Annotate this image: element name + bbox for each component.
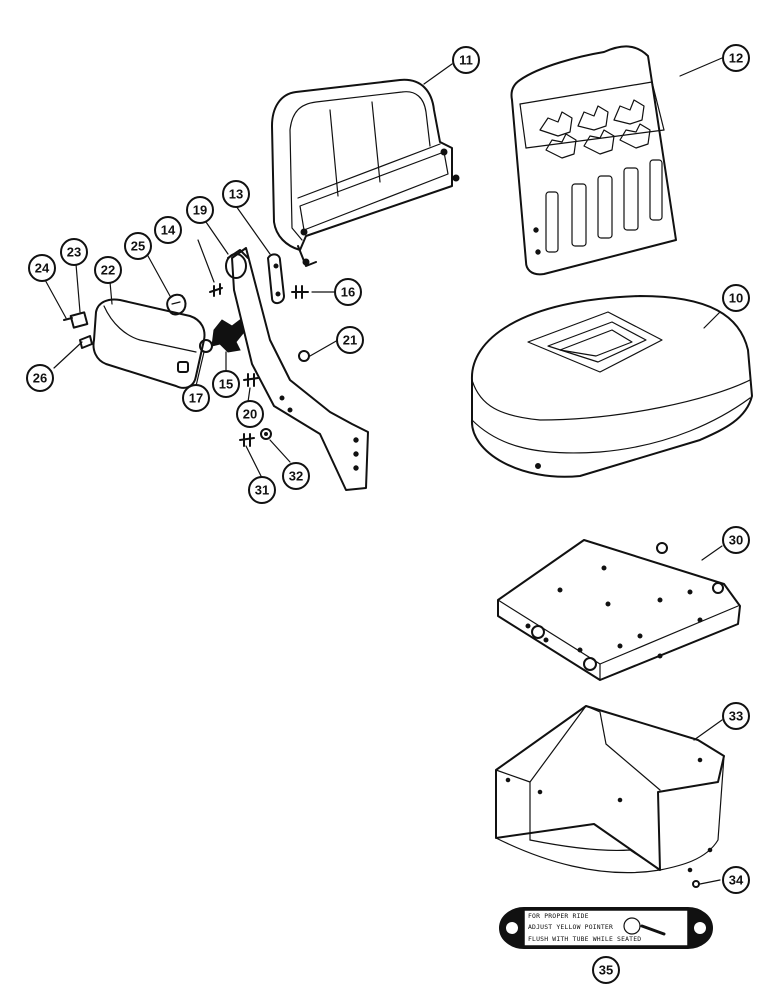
callout-25: 25 xyxy=(124,232,152,260)
seat-cushion-pattern xyxy=(527,311,663,373)
ride-adjust-decal: FOR PROPER RIDE ADJUST YELLOW POINTER FL… xyxy=(499,907,713,949)
suspension-base xyxy=(497,539,741,681)
decal-line-1: FOR PROPER RIDE xyxy=(528,912,589,920)
callout-20: 20 xyxy=(236,400,264,428)
armrest-mounting-plate xyxy=(225,247,369,491)
callout-13: 13 xyxy=(222,180,250,208)
callout-label: 33 xyxy=(729,709,743,724)
bracket-23 xyxy=(69,311,89,329)
callout-circle xyxy=(26,364,54,392)
callout-label: 31 xyxy=(255,483,269,498)
callout-label: 15 xyxy=(219,377,233,392)
callout-10: 10 xyxy=(722,284,750,312)
callout-label: 19 xyxy=(193,203,207,218)
callout-label: 14 xyxy=(161,223,176,238)
callout-circle xyxy=(722,284,750,312)
callout-label: 20 xyxy=(243,407,257,422)
callout-24: 24 xyxy=(28,254,56,282)
callout-label: 16 xyxy=(341,285,355,300)
callout-circle xyxy=(60,238,88,266)
part-callouts: 11 12 13 14 19 25 22 23 24 16 10 21 26 15 17 20 32 31 30 33… xyxy=(26,44,750,984)
backrest-cushion xyxy=(510,45,677,276)
callout-label: 17 xyxy=(189,391,203,406)
washer-17 xyxy=(199,339,213,353)
callout-circle xyxy=(592,956,620,984)
callout-15: 15 xyxy=(212,370,240,398)
callout-circle xyxy=(154,216,182,244)
callout-circle xyxy=(336,326,364,354)
callout-16: 16 xyxy=(334,278,362,306)
callout-label: 30 xyxy=(729,533,743,548)
washer-32 xyxy=(260,428,272,440)
washer-21 xyxy=(298,350,310,362)
suspension-boot xyxy=(495,705,725,874)
bolt-31 xyxy=(239,433,255,447)
callout-19: 19 xyxy=(186,196,214,224)
clip-25 xyxy=(166,293,187,316)
callout-label: 21 xyxy=(343,333,357,348)
callout-circle xyxy=(722,702,750,730)
callout-circle xyxy=(334,278,362,306)
callout-label: 25 xyxy=(131,239,145,254)
armrest-pad xyxy=(92,298,206,389)
callout-label: 22 xyxy=(101,263,115,278)
callout-circle xyxy=(124,232,152,260)
callout-14: 14 xyxy=(154,216,182,244)
decal-line-2: ADJUST YELLOW POINTER xyxy=(528,923,613,931)
adjuster-strap xyxy=(267,253,285,304)
backrest-frame xyxy=(271,78,460,267)
callout-circle xyxy=(28,254,56,282)
callout-circle xyxy=(248,476,276,504)
bolt-14 xyxy=(209,283,223,297)
screw-34 xyxy=(692,880,700,888)
screw-24 xyxy=(63,317,73,321)
callout-label: 13 xyxy=(229,187,243,202)
callout-11: 11 xyxy=(452,46,480,74)
callout-label: 26 xyxy=(33,371,47,386)
cushion-grip-pattern xyxy=(539,99,651,159)
callout-label: 23 xyxy=(67,245,81,260)
callout-23: 23 xyxy=(60,238,88,266)
callout-circle xyxy=(722,526,750,554)
callout-33: 33 xyxy=(722,702,750,730)
callout-label: 24 xyxy=(35,261,50,276)
callout-circle xyxy=(212,370,240,398)
callout-34: 34 xyxy=(722,866,750,894)
leader-lines xyxy=(43,57,723,885)
bolt-16 xyxy=(291,285,309,299)
callout-circle xyxy=(452,46,480,74)
callout-21: 21 xyxy=(336,326,364,354)
callout-label: 35 xyxy=(599,963,613,978)
callout-label: 10 xyxy=(729,291,743,306)
callout-circle xyxy=(722,866,750,894)
knob-15 xyxy=(211,319,245,353)
callout-circle xyxy=(722,44,750,72)
callout-22: 22 xyxy=(94,256,122,284)
callout-circle xyxy=(236,400,264,428)
seat-cushion xyxy=(470,295,753,478)
callout-circle xyxy=(186,196,214,224)
callout-circle xyxy=(94,256,122,284)
decal-line-3: FLUSH WITH TUBE WHILE SEATED xyxy=(528,935,641,943)
callout-31: 31 xyxy=(248,476,276,504)
callout-label: 11 xyxy=(459,53,473,68)
callout-32: 32 xyxy=(282,462,310,490)
callout-label: 34 xyxy=(729,873,744,888)
cushion-vertical-ribs xyxy=(545,159,663,253)
callout-label: 32 xyxy=(289,469,303,484)
callout-17: 17 xyxy=(182,384,210,412)
callout-circle xyxy=(182,384,210,412)
callout-26: 26 xyxy=(26,364,54,392)
callout-label: 12 xyxy=(729,51,743,66)
callout-35: 35 xyxy=(592,956,620,984)
callout-12: 12 xyxy=(722,44,750,72)
callout-circle xyxy=(222,180,250,208)
callout-30: 30 xyxy=(722,526,750,554)
nut-26 xyxy=(79,335,93,349)
bolt-20 xyxy=(243,373,259,387)
callout-circle xyxy=(282,462,310,490)
